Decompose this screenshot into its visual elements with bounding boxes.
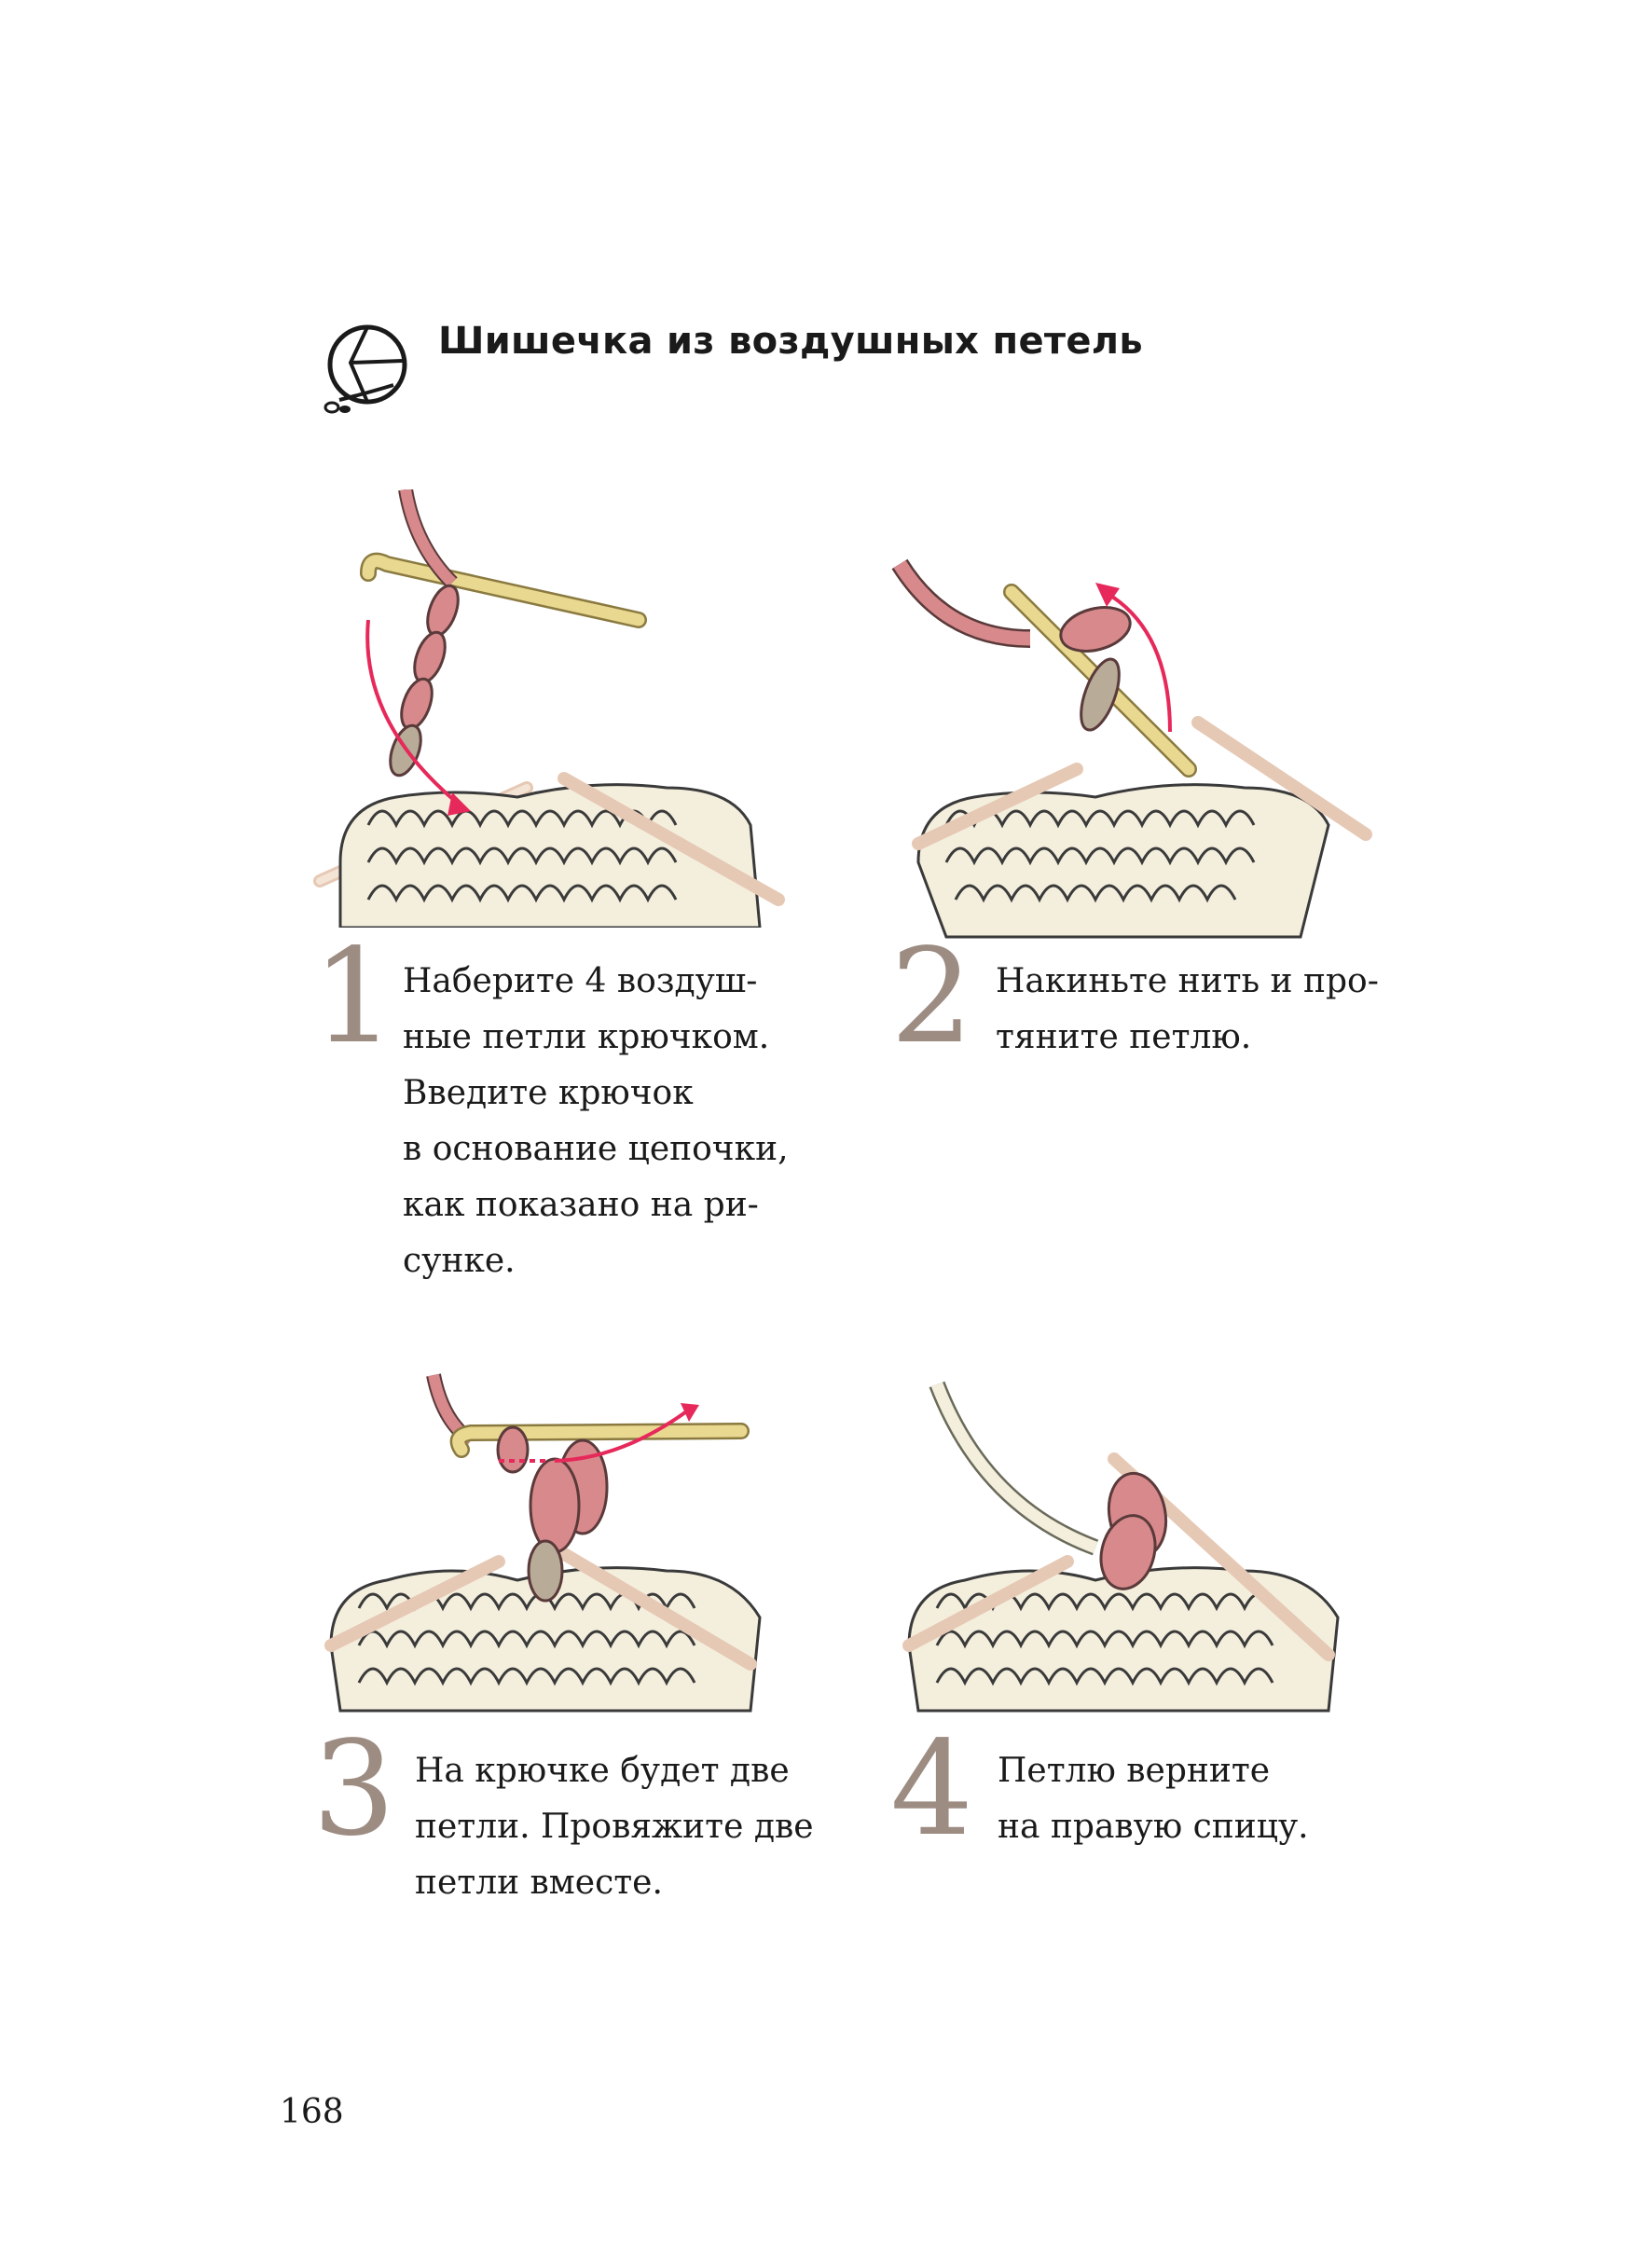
knitting-needle-right [558, 772, 785, 906]
knitted-fabric [338, 783, 762, 928]
step-2-number: 2 [890, 921, 974, 1073]
direction-arrow [499, 1403, 699, 1463]
knitting-needle-left [324, 1555, 505, 1652]
knitted-fabric [907, 1566, 1340, 1713]
crochet-hook [449, 1423, 750, 1458]
step-4-number: 4 [890, 1713, 974, 1865]
crochet-hook [360, 552, 647, 628]
step-1-number: 1 [312, 921, 396, 1073]
bobble-loops [496, 1425, 609, 1603]
yarn-strand [929, 1381, 1099, 1556]
knitted-fabric [916, 783, 1330, 939]
step-1-illustration [312, 489, 797, 928]
step-2-illustration [890, 555, 1375, 993]
knitting-needle-right [1191, 716, 1372, 841]
crochet-symbol-icon [324, 324, 407, 414]
chain-stitches [389, 584, 460, 778]
step-1-text: Наберите 4 воздуш- ные петли крючком. Вв… [403, 962, 789, 1280]
yarn-strand [398, 489, 458, 588]
yarn-strand [891, 558, 1031, 648]
loops-on-hook [1059, 606, 1132, 732]
step-4-text: Петлю верните на правую спицу. [998, 1752, 1309, 1846]
bobble-stitch [1099, 1471, 1168, 1590]
step-3-text: На крючке будет две петли. Провяжите две… [415, 1752, 814, 1902]
step-4-illustration [890, 1342, 1375, 1781]
knitting-needle-left [912, 763, 1083, 850]
knitting-needle-left [902, 1555, 1074, 1652]
page-number: 168 [280, 2093, 344, 2131]
step-3-number: 3 [312, 1713, 396, 1865]
direction-arrow [365, 619, 471, 816]
knitting-needle-right [539, 1536, 757, 1671]
direction-arrow [1095, 583, 1172, 733]
page-title: Шишечка из воздушных петель [438, 320, 1143, 363]
step-2-text: Накиньте нить и про- тяните петлю. [996, 962, 1379, 1056]
step-3-illustration [312, 1342, 797, 1781]
